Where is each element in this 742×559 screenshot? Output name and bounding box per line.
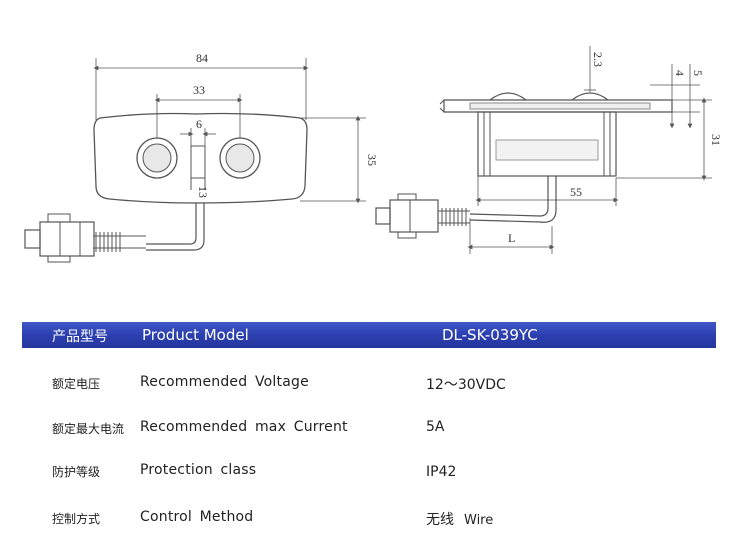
right-hole-inner: [225, 143, 255, 173]
front-wire: [146, 203, 197, 245]
spec-row-protection: 防护等级 Protection class IP42: [22, 459, 716, 483]
spec-value-text: 12～30VDC: [426, 377, 506, 393]
side-button-right: [571, 92, 609, 101]
side-button-left: [489, 92, 527, 101]
product-model-value: DL-SK-039YC: [442, 326, 538, 344]
side-connector-body: [389, 199, 439, 233]
front-view: [24, 58, 366, 263]
left-hole-inner: [142, 143, 172, 173]
spec-label-en: Protection class: [140, 462, 257, 478]
spec-value-en: Wire: [464, 513, 494, 528]
dim-hole-spacing-label: 33: [193, 83, 205, 97]
spec-value: 无线 Wire: [426, 509, 493, 529]
product-model-label-en: Product Model: [142, 326, 249, 344]
wire-spring: [95, 232, 121, 252]
front-connector-body: [39, 221, 95, 257]
dim-4-label: 4: [673, 70, 687, 76]
dim-height-label: 35: [365, 154, 379, 166]
spec-label-zh: 额定最大电流: [52, 422, 125, 436]
spec-value: 5A: [426, 419, 444, 435]
front-plate-outline: [93, 112, 308, 204]
spec-label-zh: 控制方式: [52, 512, 101, 526]
spec-value-text: IP42: [426, 464, 457, 480]
dim-gap-label: 6: [196, 117, 202, 131]
dim-top-label: 2.3: [591, 52, 605, 67]
spec-header-product-model: 产品型号 Product Model DL-SK-039YC: [22, 322, 716, 348]
side-wire: [469, 176, 549, 217]
spec-label-zh: 防护等级: [52, 465, 101, 479]
spec-label-en: Recommended Voltage: [140, 374, 309, 390]
dim-55-label: 55: [570, 185, 582, 199]
side-view: [375, 46, 712, 254]
spec-value-text: 5A: [426, 419, 445, 435]
spec-value: 12～30VDC: [426, 374, 506, 394]
product-model-label-zh: 产品型号: [52, 329, 108, 345]
spec-row-current: 额定最大电流 Recommended max Current 5A: [22, 416, 716, 440]
dim-width-label: 84: [196, 51, 208, 65]
dim-5-label: 5: [691, 70, 705, 76]
spec-row-control: 控制方式 Control Method 无线 Wire: [22, 506, 716, 530]
center-slot: [190, 145, 206, 179]
spec-row-voltage: 额定电压 Recommended Voltage 12～30VDC: [22, 371, 716, 395]
spec-value-text: 无线: [426, 512, 454, 528]
spec-label-zh: 额定电压: [52, 377, 101, 391]
dim-31-label: 31: [709, 134, 723, 146]
dim-wire-offset-label: 13: [196, 186, 210, 198]
spec-label-en: Control Method: [140, 509, 254, 525]
side-body: [477, 111, 617, 177]
technical-drawing: 84 33 6 35 13: [24, 46, 723, 263]
spec-value: IP42: [426, 464, 456, 480]
drawing-svg: 84 33 6 35 13: [24, 46, 723, 263]
spec-label-en: Recommended max Current: [140, 419, 348, 435]
dim-L-label: L: [508, 231, 515, 245]
